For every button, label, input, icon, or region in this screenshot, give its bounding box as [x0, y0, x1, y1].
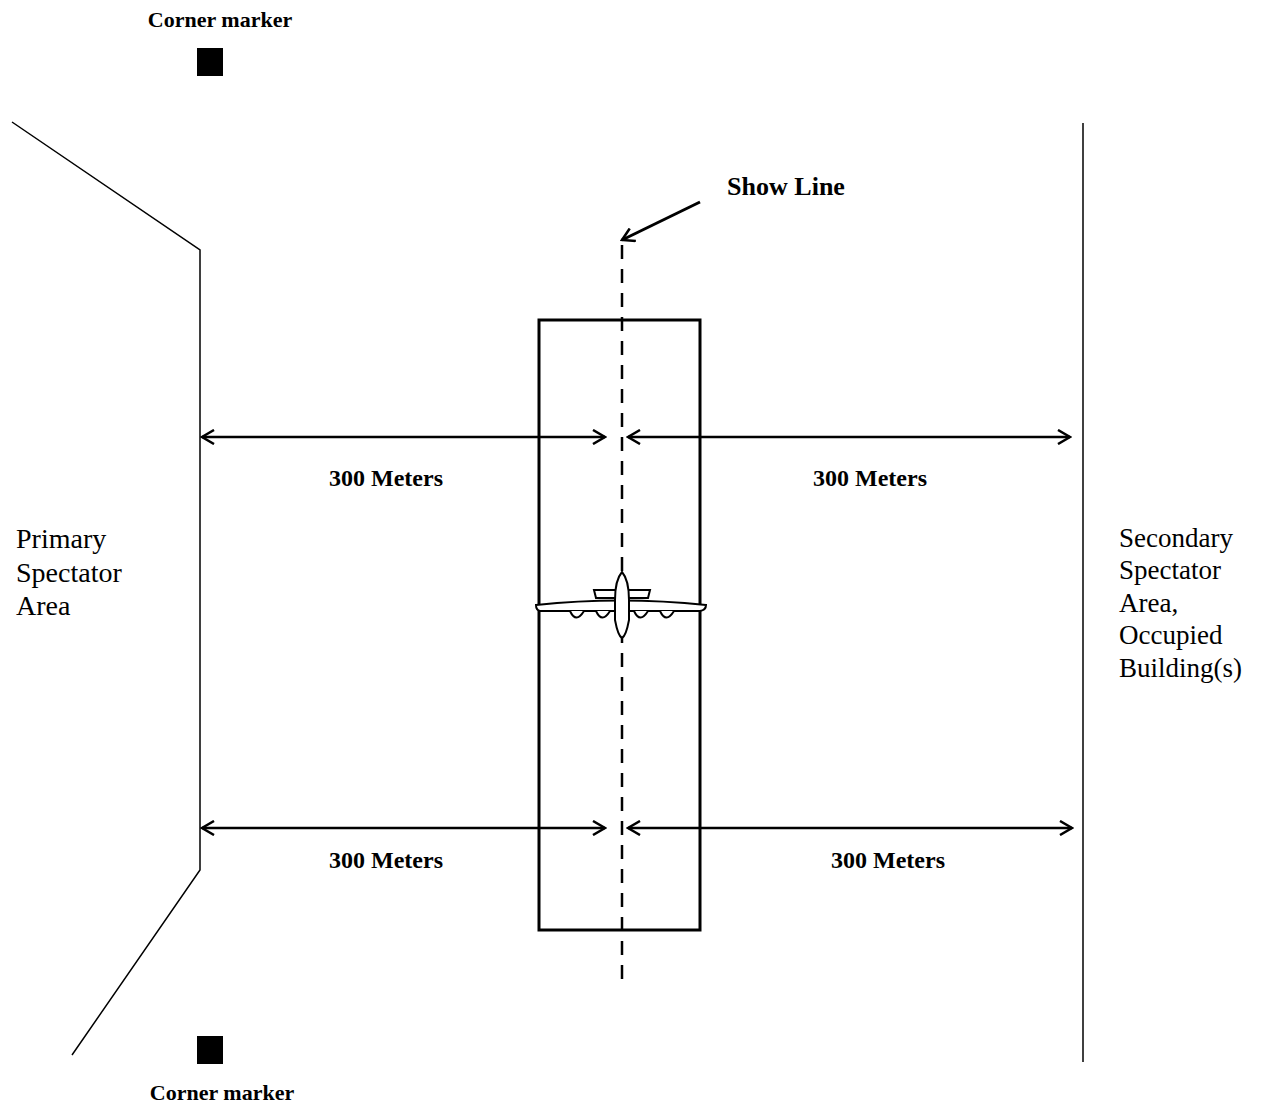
dimension-arrow	[628, 436, 1070, 439]
corner-marker-label: Corner marker	[148, 7, 292, 33]
dimension-label: 300 Meters	[831, 846, 945, 875]
aerobatic-box	[539, 320, 700, 930]
show-line-pointer	[622, 202, 700, 240]
corner-marker-label: Corner marker	[150, 1080, 294, 1106]
spectator-boundary	[12, 122, 200, 1055]
secondary-boundary	[1082, 123, 1084, 1062]
dimension-label: 300 Meters	[813, 464, 927, 493]
corner-marker-symbol	[197, 1036, 223, 1064]
airplane-illustration	[536, 572, 706, 638]
dimension-arrow	[202, 436, 605, 439]
show-line-label: Show Line	[727, 171, 845, 202]
dimension-label: 300 Meters	[329, 846, 443, 875]
corner-marker-symbol	[197, 48, 223, 76]
dimension-label: 300 Meters	[329, 464, 443, 493]
area-label: Secondary Spectator Area, Occupied Build…	[1119, 522, 1283, 684]
dimension-arrow	[628, 827, 1072, 830]
dimension-arrow	[202, 827, 605, 830]
area-label: Primary Spectator Area	[16, 522, 151, 623]
